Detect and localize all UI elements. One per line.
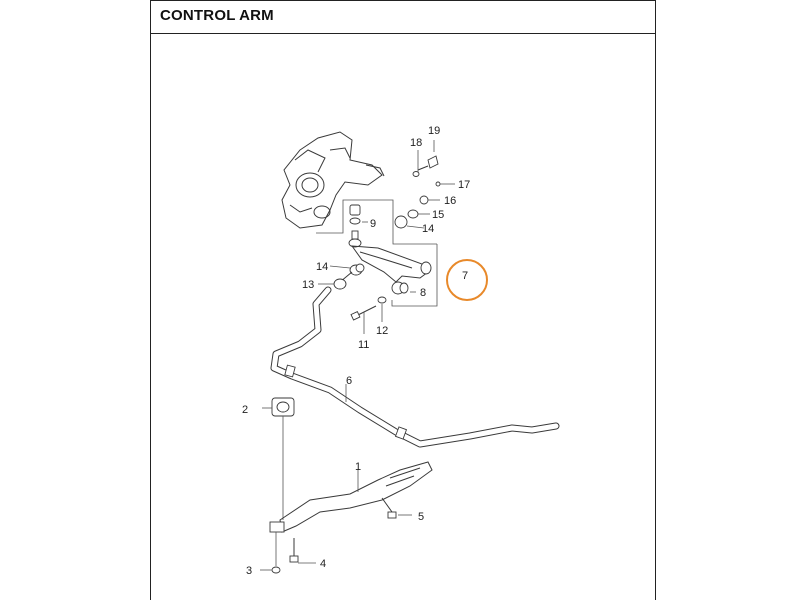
control-arm bbox=[339, 245, 432, 295]
callout-16: 16 bbox=[444, 195, 456, 207]
callout-15: 15 bbox=[432, 209, 444, 221]
bar-bushing bbox=[262, 397, 295, 520]
callout-8: 8 bbox=[420, 287, 426, 299]
callout-17: 17 bbox=[458, 179, 470, 191]
callout-13: 13 bbox=[302, 279, 314, 291]
callout-14-lower: 14 bbox=[316, 261, 328, 273]
callout-1: 1 bbox=[355, 461, 361, 473]
callout-14-upper: 14 bbox=[422, 223, 434, 235]
highlight-circle bbox=[446, 259, 488, 301]
callout-11: 11 bbox=[358, 339, 369, 351]
hardware-stack bbox=[394, 140, 455, 229]
header-bar: CONTROL ARM bbox=[151, 0, 655, 34]
callout-5: 5 bbox=[418, 511, 424, 523]
diagram-frame: CONTROL ARM bbox=[150, 0, 656, 600]
ball-joint-parts bbox=[348, 204, 368, 248]
page-title: CONTROL ARM bbox=[160, 7, 274, 24]
callout-4: 4 bbox=[320, 558, 326, 570]
ball-joint-bracket bbox=[316, 199, 437, 245]
callout-7: 7 bbox=[462, 270, 468, 282]
callout-12: 12 bbox=[376, 325, 388, 337]
callout-6: 6 bbox=[346, 375, 352, 387]
lower-hardware bbox=[318, 244, 438, 334]
steering-knuckle bbox=[281, 131, 385, 229]
callout-3: 3 bbox=[246, 565, 252, 577]
stabilizer-bar bbox=[270, 286, 560, 448]
callout-2: 2 bbox=[242, 404, 248, 416]
callout-19: 19 bbox=[428, 125, 440, 137]
callout-18: 18 bbox=[410, 137, 422, 149]
callout-9: 9 bbox=[370, 218, 376, 230]
lower-bracket bbox=[260, 461, 433, 574]
